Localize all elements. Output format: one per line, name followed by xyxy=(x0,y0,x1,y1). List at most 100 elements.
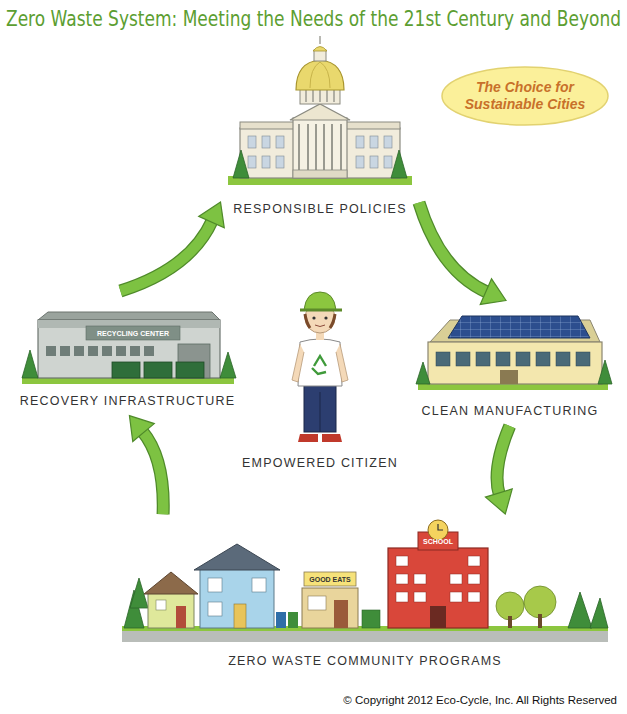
illustration-shape xyxy=(116,346,126,356)
illustration-shape xyxy=(312,90,314,102)
illustration-shape xyxy=(333,90,335,102)
stage-node: EMPOWERED CITIZEN xyxy=(234,282,406,472)
illustration-shape xyxy=(248,156,256,168)
illustration-shape xyxy=(88,346,98,356)
illustration-shape xyxy=(292,344,304,382)
diagram-title: Zero Waste System: Meeting the Needs of … xyxy=(6,6,621,31)
illustration-shape xyxy=(262,156,270,168)
illustration-shape xyxy=(102,346,112,356)
illustration-shape xyxy=(312,356,326,374)
illustration-shape xyxy=(323,124,325,170)
illustration-shape xyxy=(176,362,204,378)
illustration-shape xyxy=(313,47,327,52)
illustration-shape xyxy=(388,548,488,628)
sign-text: SCHOOL xyxy=(423,538,453,545)
illustration-shape xyxy=(396,556,480,602)
illustration-shape xyxy=(436,352,450,366)
illustration-shape xyxy=(331,124,333,170)
cycle-arrow xyxy=(419,203,506,305)
illustration-shape xyxy=(300,309,342,312)
stage-node: ZERO WASTE COMMUNITY PROGRAMS xyxy=(115,520,615,670)
illustration-shape xyxy=(324,316,327,319)
illustration-shape xyxy=(468,592,480,602)
illustration-shape xyxy=(124,578,608,628)
illustration-shape xyxy=(38,320,220,378)
stage-node: CLEAN MANUFACTURING xyxy=(410,305,610,420)
illustration-shape xyxy=(391,150,407,178)
illustration-shape xyxy=(306,90,334,102)
illustration-shape xyxy=(248,136,256,148)
illustration-shape xyxy=(60,346,70,356)
illustration-shape xyxy=(598,360,612,384)
illustration-shape xyxy=(130,346,140,356)
arrow-head xyxy=(199,202,225,228)
sign-text: GOOD EATS xyxy=(309,576,350,583)
illustration-shape xyxy=(396,574,408,584)
illustration-shape xyxy=(298,434,318,442)
illustration-shape xyxy=(500,370,518,384)
illustration-shape xyxy=(496,592,524,620)
illustration-shape xyxy=(568,592,592,628)
illustration-shape xyxy=(315,124,317,170)
illustration-shape xyxy=(442,67,608,125)
illustration-shape xyxy=(319,90,321,102)
illustration-shape xyxy=(276,156,284,168)
stage-label: ZERO WASTE COMMUNITY PROGRAMS xyxy=(228,654,502,668)
illustration-shape xyxy=(276,136,284,148)
illustration-shape xyxy=(468,556,480,566)
illustration-shape xyxy=(310,62,320,88)
cycle-arrow xyxy=(485,426,512,514)
arrow-head xyxy=(485,489,512,514)
illustration-shape xyxy=(416,362,430,384)
illustration-shape xyxy=(252,578,266,592)
tagline-text: The Choice for Sustainable Cities xyxy=(460,79,590,114)
illustration-shape xyxy=(298,339,342,386)
illustration-shape xyxy=(356,156,364,168)
illustration-shape xyxy=(194,544,280,570)
illustration-shape xyxy=(276,612,286,628)
illustration-shape xyxy=(362,610,380,628)
illustration-shape xyxy=(314,50,326,61)
illustration-shape xyxy=(46,346,154,356)
illustration-shape xyxy=(590,598,608,628)
illustration-shape xyxy=(293,170,347,178)
arrow-outline xyxy=(419,203,488,293)
illustration-shape xyxy=(450,592,462,602)
illustration-shape xyxy=(448,316,590,338)
illustration-shape xyxy=(233,150,407,178)
tagline-oval: The Choice for Sustainable Cities xyxy=(440,65,610,127)
illustration-shape xyxy=(456,352,470,366)
illustration-shape xyxy=(516,352,530,366)
illustration-shape xyxy=(320,392,321,432)
illustration-shape xyxy=(414,592,426,602)
arrow-body xyxy=(497,426,510,495)
illustration-shape xyxy=(314,356,326,366)
illustration-shape xyxy=(308,596,326,610)
illustration-shape xyxy=(416,360,612,384)
illustration-shape xyxy=(22,350,236,378)
stage-label: RESPONSIBLE POLICIES xyxy=(233,202,406,216)
illustration-shape xyxy=(370,136,378,148)
illustration-shape xyxy=(312,368,326,374)
illustration-shape xyxy=(315,325,325,327)
illustration-shape xyxy=(576,352,590,366)
illustration-shape xyxy=(428,342,602,384)
illustration-shape xyxy=(496,586,556,620)
stage-node: RECOVERY INFRASTRUCTURE xyxy=(12,295,243,410)
illustration-shape xyxy=(304,384,336,432)
illustration-shape xyxy=(414,574,426,584)
illustration-shape xyxy=(233,150,249,178)
illustration-shape xyxy=(508,616,512,628)
illustration-shape xyxy=(220,352,236,378)
sign-text: RECYCLING CENTER xyxy=(97,330,169,337)
stage-label: EMPOWERED CITIZEN xyxy=(242,456,398,470)
arrow-outline xyxy=(120,220,212,291)
illustration-shape xyxy=(208,578,222,592)
illustration-shape xyxy=(208,602,222,616)
cycle-arrow xyxy=(120,202,224,291)
arrow-outline xyxy=(142,431,163,514)
arrow-body xyxy=(142,431,163,514)
illustration-shape xyxy=(304,292,336,310)
illustration-shape xyxy=(370,156,378,168)
stage-node: RESPONSIBLE POLICIES xyxy=(225,52,415,218)
